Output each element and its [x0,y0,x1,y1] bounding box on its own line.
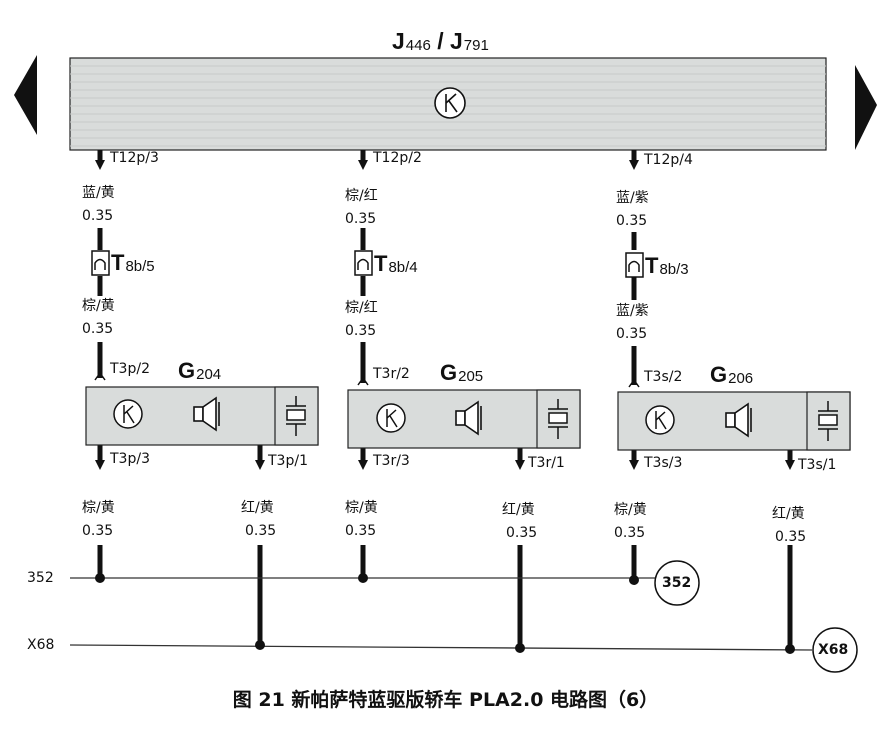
component-letter: G [440,360,458,385]
pin-left-label: T3r/3 [373,453,410,469]
connector-label: T8b/4 [374,251,418,277]
bus-352-ref[interactable]: 352 [662,575,692,591]
bus-352-label: 352 [27,570,54,586]
module-title-sep: / [430,28,450,54]
wire-size-label: 0.35 [82,321,114,337]
wires-col3 [631,150,793,648]
component-letter: G [178,358,196,383]
wire-size-label: 0.35 [82,208,114,224]
connector-letter: T [111,250,125,275]
bus-x68-label: X68 [27,637,55,653]
wire-color-label: 棕/红 [345,188,378,204]
wire-size-label: 0.35 [506,525,538,541]
arrow-left-icon[interactable] [14,55,37,135]
wire-size-label: 0.35 [345,211,377,227]
wire-color-label: 蓝/紫 [616,190,649,206]
top-pin-label: T12p/3 [110,150,159,166]
wires-col2 [360,150,523,648]
pin-right-label: T3p/1 [268,453,308,469]
arrow-right-icon[interactable] [855,65,877,150]
wire-color-label: 蓝/紫 [616,303,649,319]
wire-size-label: 0.35 [82,523,114,539]
junction-dots [95,573,795,654]
pin-left-label: T3s/3 [644,455,683,471]
component-label: G204 [178,358,221,384]
component-label: G205 [440,360,483,386]
component-letter: G [710,362,728,387]
wire-color-label: 棕/黄 [82,500,115,516]
wire-color-label: 棕/黄 [614,502,647,518]
wire-size-label: 0.35 [345,323,377,339]
pin-left-label: T3p/3 [110,451,150,467]
connector-label: T8b/5 [111,250,155,276]
module-title-sub2: 791 [463,37,489,54]
wire-color-label: 蓝/黄 [82,185,115,201]
comp-pin-top-label: T3s/2 [644,369,683,385]
figure-caption: 图 21 新帕萨特蓝驱版轿车 PLA2.0 电路图（6） [232,689,659,711]
capacitor-icon [286,396,838,441]
bus-lines [69,577,813,651]
wire-color-label: 棕/黄 [82,298,115,314]
bus-x68-ref[interactable]: X68 [818,642,849,658]
pin-right-label: T3s/1 [798,457,837,473]
wire-size-label: 0.35 [616,213,648,229]
connector-label: T8b/3 [645,253,689,279]
module-title-j1: J [392,28,405,54]
wire-color-label: 红/黄 [772,506,805,522]
module-title-j2: J [450,28,463,54]
k-letters [123,405,667,430]
module-title-sub1: 446 [405,37,431,54]
bus-ref-circles [654,560,858,673]
comp-pin-top-label: T3r/2 [373,366,410,382]
pin-right-label: T3r/1 [528,455,565,471]
wire-size-label: 0.35 [775,529,807,545]
component-sub: 204 [196,366,222,383]
top-pin-label: T12p/2 [373,150,422,166]
component-sub: 205 [458,368,484,385]
pin-arrows [95,160,795,470]
wire-size-label: 0.35 [345,523,377,539]
connector-sub: 8b/4 [388,259,418,276]
wire-size-label: 0.35 [614,525,646,541]
speaker-icon [193,396,752,438]
connector-letter: T [374,251,388,276]
wire-color-label: 红/黄 [241,500,274,516]
connector-sub: 8b/5 [125,258,155,275]
wire-size-label: 0.35 [616,326,648,342]
component-label: G206 [710,362,753,388]
wire-color-label: 棕/黄 [345,500,378,516]
module-title: J446 / J791 [392,28,489,55]
pin-up-arrows [94,371,640,388]
top-pin-label: T12p/4 [644,152,693,168]
module-k-icon [434,87,466,119]
wire-color-label: 红/黄 [502,502,535,518]
wire-size-label: 0.35 [245,523,277,539]
wire-color-label: 棕/红 [345,300,378,316]
comp-pin-top-label: T3p/2 [110,361,150,377]
wires-col1 [97,150,263,645]
component-sub: 206 [728,370,754,387]
connector-letter: T [645,253,659,278]
connector-sub: 8b/3 [659,261,689,278]
connector-icon [91,250,644,278]
